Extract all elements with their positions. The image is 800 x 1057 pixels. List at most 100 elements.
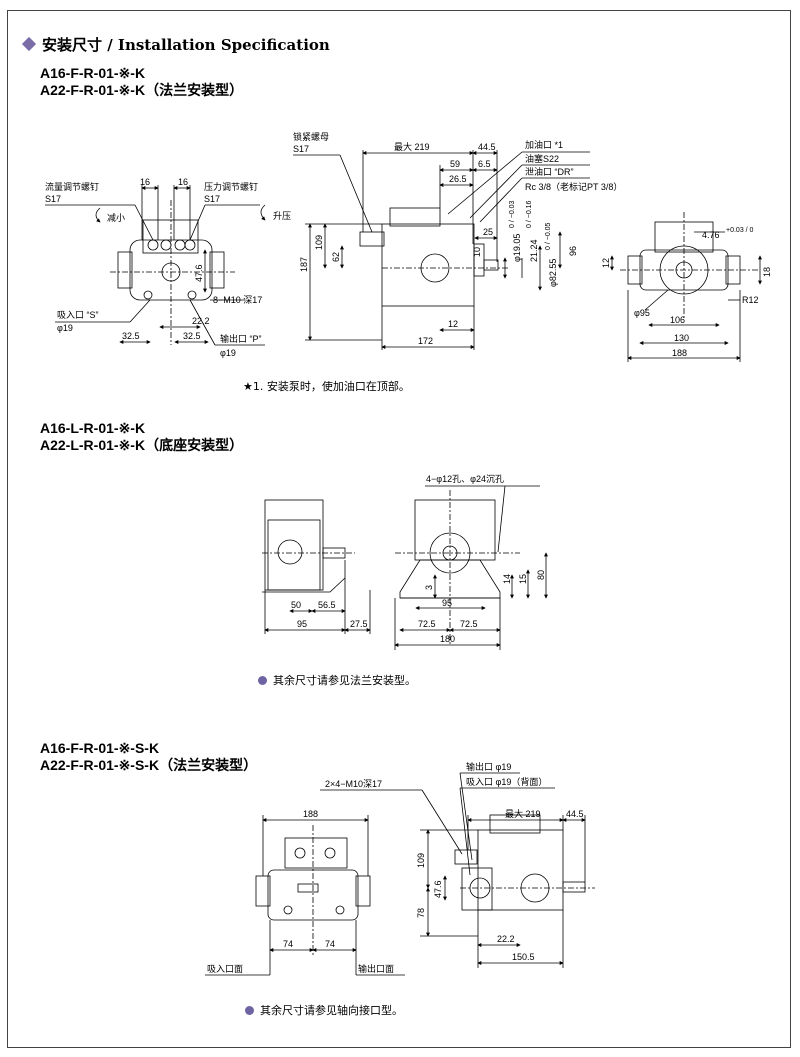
dim-44-5: 44.5 bbox=[566, 809, 584, 819]
heading-text: 安装尺寸 / Installation Specification bbox=[42, 36, 330, 54]
dim-26-5: 26.5 bbox=[449, 174, 467, 184]
section-heading: 安装尺寸 / Installation Specification bbox=[20, 34, 330, 55]
increase-label: 升压 bbox=[273, 211, 291, 221]
shaft-tol-label: 0 / −0.03 bbox=[509, 200, 516, 228]
note-text: ★1. 安装泵时，使加油口在顶部。 bbox=[243, 380, 410, 393]
dim-22-2: 22.2 bbox=[192, 316, 210, 326]
rc-thread-label: Rc 3/8（老标记PT 3/8） bbox=[525, 181, 622, 192]
phi19-label: φ19 bbox=[57, 323, 73, 333]
suction-port-label: 吸入口 “S” bbox=[57, 310, 99, 320]
key-width-label: 4.76 bbox=[702, 230, 720, 240]
s17-label: S17 bbox=[45, 194, 61, 204]
install-note: ★1. 安装泵时，使加油口在顶部。 bbox=[243, 378, 410, 394]
bullet-icon bbox=[245, 1006, 254, 1015]
pressure-screw-label: 压力调节螺钉 bbox=[204, 181, 258, 192]
suction-face-label: 吸入口面 bbox=[207, 964, 243, 974]
axial-side-view bbox=[454, 814, 595, 911]
key-tol-label: 0 / −0.16 bbox=[526, 200, 533, 228]
dim-15: 15 bbox=[518, 574, 528, 584]
dim-188: 188 bbox=[303, 809, 318, 819]
axial-front-view bbox=[255, 825, 371, 955]
r12-label: R12 bbox=[742, 295, 759, 305]
dim-78: 78 bbox=[416, 908, 426, 918]
pilot-dia-label: φ82.55 bbox=[548, 259, 558, 287]
bolt-2x4-label: 2×4−M10深17 bbox=[325, 779, 382, 789]
suction-back-label: 吸入口 φ19（背面） bbox=[466, 776, 547, 787]
dim-72-5: 72.5 bbox=[460, 619, 478, 629]
dim-6-5: 6.5 bbox=[478, 159, 491, 169]
s17-label: S17 bbox=[204, 194, 220, 204]
dim-47-6: 47.6 bbox=[433, 880, 443, 898]
phi19-label: φ19 bbox=[220, 348, 236, 358]
lock-nut-label: 锁紧螺母 bbox=[293, 131, 329, 142]
dim-47-6: 47.6 bbox=[194, 264, 204, 282]
mount-type-label: （底座安装型） bbox=[145, 437, 244, 453]
dim-109: 109 bbox=[416, 853, 426, 868]
discharge-face-label: 输出口面 bbox=[358, 963, 394, 974]
dim-22-2: 22.2 bbox=[497, 934, 515, 944]
drain-port-label: 泄油口 “DR” bbox=[525, 166, 574, 177]
model-line: A16-L-R-01-※-K bbox=[40, 420, 146, 436]
dim-3: 3 bbox=[424, 585, 434, 590]
bullet-icon bbox=[258, 676, 267, 685]
base-mount-side-view bbox=[262, 499, 355, 593]
dim-62: 62 bbox=[331, 252, 341, 262]
model-title-1: A16-F-R-01-※-K A22-F-R-01-※-K（法兰安装型） bbox=[40, 65, 243, 99]
bolt-label: 8−M10 深17 bbox=[213, 295, 262, 305]
flow-screw-label: 流量调节螺钉 bbox=[45, 181, 99, 192]
dim-50: 50 bbox=[291, 600, 301, 610]
dim-14: 14 bbox=[502, 574, 512, 584]
max-219-label: 最大 219 bbox=[394, 141, 430, 152]
mount-type-label: （法兰安装型） bbox=[145, 82, 244, 98]
pump-end-view bbox=[620, 212, 760, 320]
oil-fill-label: 加油口 *1 bbox=[525, 139, 563, 150]
model-line: A22-F-R-01-※-S-K bbox=[40, 757, 160, 773]
dim-10: 10 bbox=[472, 247, 482, 257]
oil-plug-label: 油塞S22 bbox=[525, 153, 559, 164]
dim-188: 188 bbox=[672, 348, 687, 358]
note-text: 其余尺寸请参见轴向接口型。 bbox=[260, 1004, 403, 1017]
dim-27-5: 27.5 bbox=[350, 619, 368, 629]
dim-18: 18 bbox=[762, 267, 772, 277]
dim-130: 130 bbox=[674, 333, 689, 343]
discharge-phi19-label: 输出口 φ19 bbox=[466, 761, 511, 772]
dim-25: 25 bbox=[483, 227, 493, 237]
max-219-label: 最大 219 bbox=[505, 808, 541, 819]
pilot-tol-label: 0 / −0.05 bbox=[545, 222, 552, 250]
model-line: A16-F-R-01-※-S-K bbox=[40, 740, 160, 756]
pump-front-view bbox=[110, 200, 235, 345]
dim-80: 80 bbox=[536, 570, 546, 580]
dim-95: 95 bbox=[297, 619, 307, 629]
mount-type-label: （法兰安装型） bbox=[159, 757, 258, 773]
note-text: 其余尺寸请参见法兰安装型。 bbox=[273, 674, 416, 687]
dim-74: 74 bbox=[283, 939, 293, 949]
dim-32-5: 32.5 bbox=[183, 331, 201, 341]
dim-16: 16 bbox=[178, 177, 188, 187]
base-mount-end-view bbox=[395, 490, 520, 645]
dim-106: 106 bbox=[670, 315, 685, 325]
see-flange-note: 其余尺寸请参见法兰安装型。 bbox=[258, 672, 416, 688]
dim-74: 74 bbox=[325, 939, 335, 949]
dim-150-5: 150.5 bbox=[512, 952, 535, 962]
dim-16: 16 bbox=[140, 177, 150, 187]
model-line: A22-L-R-01-※-K bbox=[40, 437, 146, 453]
shaft-dia-label: φ19.05 bbox=[512, 234, 522, 262]
dim-56-5: 56.5 bbox=[318, 600, 336, 610]
holes-label: 4−φ12孔、φ24沉孔 bbox=[426, 474, 504, 484]
decrease-label: 减小 bbox=[107, 212, 125, 223]
s17-label: S17 bbox=[293, 144, 309, 154]
discharge-port-label: 输出口 “P” bbox=[220, 333, 262, 344]
dim-12: 12 bbox=[448, 319, 458, 329]
key-width-tol-label: +0.03 / 0 bbox=[726, 227, 754, 234]
model-title-2: A16-L-R-01-※-K A22-L-R-01-※-K（底座安装型） bbox=[40, 420, 243, 454]
dim-96: 96 bbox=[568, 246, 578, 256]
phi95-label: φ95 bbox=[634, 308, 650, 318]
page-frame bbox=[7, 10, 791, 1048]
dim-95: 95 bbox=[442, 598, 452, 608]
dim-32-5: 32.5 bbox=[122, 331, 140, 341]
see-axial-note: 其余尺寸请参见轴向接口型。 bbox=[245, 1002, 403, 1018]
dim-59: 59 bbox=[450, 159, 460, 169]
key-dim-label: 21.24 bbox=[529, 239, 539, 262]
dim-187: 187 bbox=[299, 257, 309, 272]
